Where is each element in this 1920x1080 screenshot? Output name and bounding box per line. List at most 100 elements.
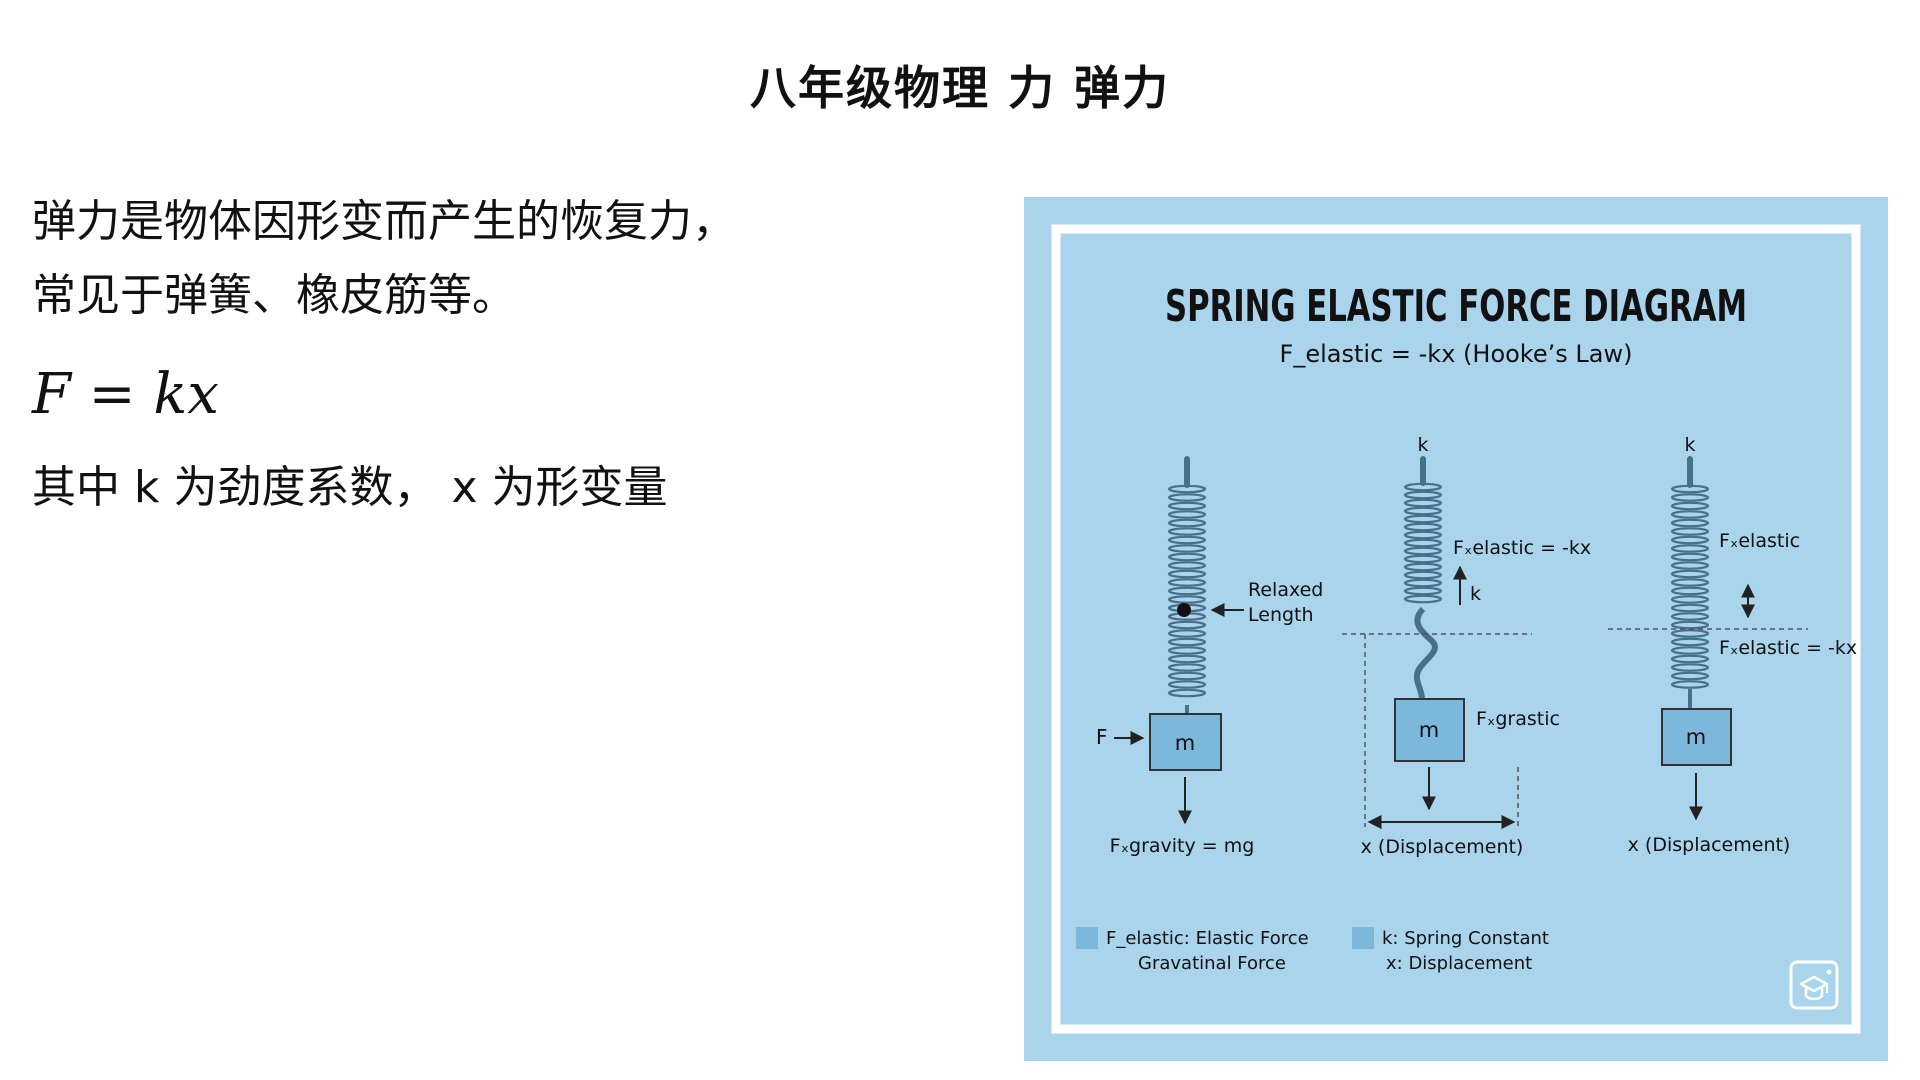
- spring-2-elastic-label: Fₓelastic = -kx: [1453, 537, 1591, 559]
- coil1-turn-20: [1167, 654, 1207, 664]
- definition-line-2: 常见于弹簧、橡皮筋等。: [32, 270, 516, 321]
- coil2-turn-10: [1403, 562, 1443, 572]
- coil2-turn-14: [1403, 594, 1443, 604]
- spring-3-coil: [1670, 484, 1710, 689]
- coil2-turn-2: [1403, 498, 1443, 508]
- mass-label-2: m: [1419, 718, 1439, 742]
- coil2-turn-13: [1403, 586, 1443, 596]
- graduation-cap-icon: [1789, 960, 1839, 1010]
- displacement-label-3: x (Displacement): [1628, 834, 1791, 856]
- coil1-turn-2: [1167, 501, 1207, 511]
- spring-diagram-svg: SPRING ELASTIC FORCE DIAGRAM F_elastic =…: [1024, 197, 1888, 1061]
- coil2-turn-11: [1403, 570, 1443, 580]
- spring-2-grastic-label: Fₓgrastic: [1476, 708, 1560, 730]
- legend-item-1-line-1: F_elastic: Elastic Force: [1106, 928, 1309, 949]
- coil3-turn-2: [1670, 501, 1710, 511]
- coil1-turn-24: [1167, 688, 1207, 698]
- slide-title: 八年级物理 力 弹力: [749, 61, 1171, 115]
- coil2-turn-1: [1403, 490, 1443, 500]
- coil1-turn-17: [1167, 629, 1207, 638]
- coil2-turn-8: [1403, 546, 1443, 556]
- legend-swatch-1: [1076, 927, 1098, 949]
- coil2-turn-9: [1403, 554, 1443, 564]
- spring-3-group: k Fₓelastic Fₓelastic = -kx m x (Displac…: [1608, 434, 1857, 856]
- coil3-turn-15: [1670, 612, 1710, 621]
- coil3-turn-11: [1670, 578, 1710, 587]
- applied-force-label: F: [1096, 725, 1108, 749]
- mass-label-1: m: [1175, 731, 1195, 755]
- legend: F_elastic: Elastic Force Gravatinal Forc…: [1076, 927, 1549, 974]
- coil1-turn-7: [1167, 544, 1207, 553]
- spring-3-elastic-label-top: Fₓelastic: [1719, 530, 1800, 552]
- gravity-label: Fₓgravity = mg: [1110, 835, 1255, 857]
- figure-frame: [1051, 224, 1861, 1034]
- relaxed-label-line-2: Length: [1248, 604, 1314, 626]
- coil3-turn-5: [1670, 527, 1710, 536]
- coil3-turn-20: [1670, 654, 1710, 664]
- coil1-turn-5: [1167, 527, 1207, 536]
- coil2-turn-3: [1403, 506, 1443, 516]
- coil1-turn-11: [1167, 578, 1207, 587]
- spring-2-k-label: k: [1417, 434, 1428, 456]
- coil2-turn-4: [1403, 514, 1443, 524]
- coil3-turn-17: [1670, 629, 1710, 638]
- coil1-turn-1: [1167, 493, 1207, 502]
- spring-1-coil: [1167, 484, 1207, 698]
- coil1-turn-18: [1167, 637, 1207, 647]
- coil3-turn-7: [1670, 544, 1710, 553]
- coil3-turn-18: [1670, 637, 1710, 647]
- legend-swatch-2: [1352, 927, 1374, 949]
- coil1-turn-10: [1167, 569, 1207, 579]
- legend-item-2-line-2: x: Displacement: [1386, 953, 1532, 974]
- coil1-turn-3: [1167, 510, 1207, 519]
- coil1-turn-6: [1167, 535, 1207, 545]
- coil1-turn-23: [1167, 680, 1207, 689]
- coil3-turn-10: [1670, 569, 1710, 579]
- coil3-turn-4: [1670, 518, 1710, 528]
- coil1-turn-12: [1167, 586, 1207, 596]
- mass-block-3: [1661, 708, 1732, 766]
- coil3-turn-13: [1670, 595, 1710, 604]
- coil3-turn-16: [1670, 620, 1710, 630]
- coil3-turn-19: [1670, 646, 1710, 655]
- coil3-turn-3: [1670, 510, 1710, 519]
- diagram-title: SPRING ELASTIC FORCE DIAGRAM: [1165, 281, 1747, 332]
- definition-line-1: 弹力是物体因形变而产生的恢复力，: [32, 196, 736, 247]
- coil1-turn-4: [1167, 518, 1207, 528]
- mass-label-3: m: [1686, 725, 1706, 749]
- spring-2-group: k Fₓelastic = -kx k m Fₓgrastic x (Displ…: [1342, 434, 1591, 858]
- coil2-turn-12: [1403, 578, 1443, 588]
- relaxed-label-line-1: Relaxed: [1248, 579, 1323, 601]
- spring-1-group: Relaxed Length m F Fₓgravity = mg: [1096, 456, 1323, 857]
- coil2-turn-0: [1403, 482, 1443, 492]
- coil3-turn-0: [1670, 484, 1710, 494]
- spring-2-coil: [1403, 482, 1443, 604]
- coil1-turn-22: [1167, 671, 1207, 681]
- coil3-turn-1: [1670, 493, 1710, 502]
- displacement-label-2: x (Displacement): [1361, 836, 1524, 858]
- coil3-turn-8: [1670, 552, 1710, 562]
- diagram-subtitle: F_elastic = -kx (Hooke’s Law): [1280, 340, 1633, 368]
- coil3-turn-6: [1670, 535, 1710, 545]
- coil3-turn-22: [1670, 671, 1710, 681]
- coil1-turn-8: [1167, 552, 1207, 562]
- coil2-turn-5: [1403, 522, 1443, 532]
- coil2-turn-6: [1403, 530, 1443, 540]
- spring-2-k-arrow-label: k: [1470, 583, 1481, 605]
- coil1-turn-16: [1167, 620, 1207, 630]
- coil1-turn-0: [1167, 484, 1207, 494]
- spring-3-k-label: k: [1684, 434, 1695, 456]
- coil2-turn-7: [1403, 538, 1443, 548]
- mass-block-2: [1394, 698, 1465, 762]
- coil3-turn-21: [1670, 663, 1710, 672]
- coil1-turn-9: [1167, 561, 1207, 570]
- legend-item-2-line-1: k: Spring Constant: [1382, 928, 1549, 949]
- spring-diagram-figure: SPRING ELASTIC FORCE DIAGRAM F_elastic =…: [1024, 197, 1888, 1061]
- coil3-turn-23: [1670, 680, 1710, 689]
- coil3-turn-9: [1670, 561, 1710, 570]
- legend-item-1-line-2: Gravatinal Force: [1138, 953, 1286, 974]
- hooke-formula: F = kx: [32, 362, 219, 427]
- coil1-turn-21: [1167, 663, 1207, 672]
- variable-note: 其中 k 为劲度系数， x 为形变量: [32, 462, 668, 513]
